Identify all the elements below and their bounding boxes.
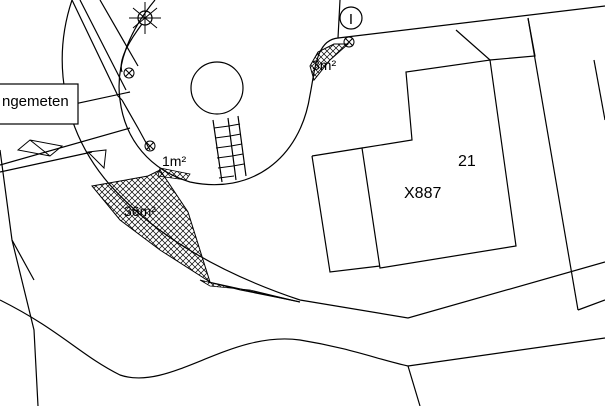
road-edge-bottom [407, 337, 605, 367]
area-label-36m2: 36m² [124, 203, 156, 219]
steps-ladder [212, 115, 247, 183]
left-boundary-3 [0, 151, 93, 173]
inner-loop [118, 0, 341, 186]
lamp-icon [129, 2, 161, 34]
boundary-marker-3 [343, 36, 355, 48]
left-boundary-1 [0, 149, 39, 406]
parcel-line-2 [593, 59, 605, 121]
left-boundary-5 [11, 239, 35, 281]
info-symbol-letter: I [349, 11, 353, 28]
info-symbol-circle [339, 6, 363, 30]
driveway-arc [120, 23, 143, 73]
parcel-code: X887 [404, 185, 441, 202]
area-label-1m2: 1m² [162, 153, 186, 169]
hatched-area-36 [91, 169, 211, 284]
building-outline [311, 59, 517, 269]
building-lower [311, 155, 381, 273]
building-top-line [455, 17, 536, 61]
cross-symbol [16, 139, 64, 157]
left-boundary-4 [0, 127, 131, 166]
boundary-marker-2 [144, 140, 156, 152]
driveway-strip-3 [99, 0, 139, 67]
boundary-marker-1 [123, 67, 135, 79]
top-boundary [337, 5, 605, 39]
road-edge-lower [207, 281, 301, 303]
round-feature [190, 61, 244, 115]
driveway-strip-2 [79, 0, 127, 91]
circular-boundary [61, 0, 605, 319]
driveway-strip-1 [71, 0, 123, 101]
parcel-line-3 [577, 299, 605, 311]
hatched-area-1 [157, 167, 191, 181]
parcel-line-1 [527, 17, 579, 311]
area-label-3m2: 3m² [312, 57, 336, 73]
road-curve [0, 299, 421, 406]
label-box [0, 83, 79, 125]
parcel-number: 21 [458, 153, 476, 170]
label-box-text: ngemeten [2, 93, 69, 110]
arrow-symbol [86, 149, 107, 170]
